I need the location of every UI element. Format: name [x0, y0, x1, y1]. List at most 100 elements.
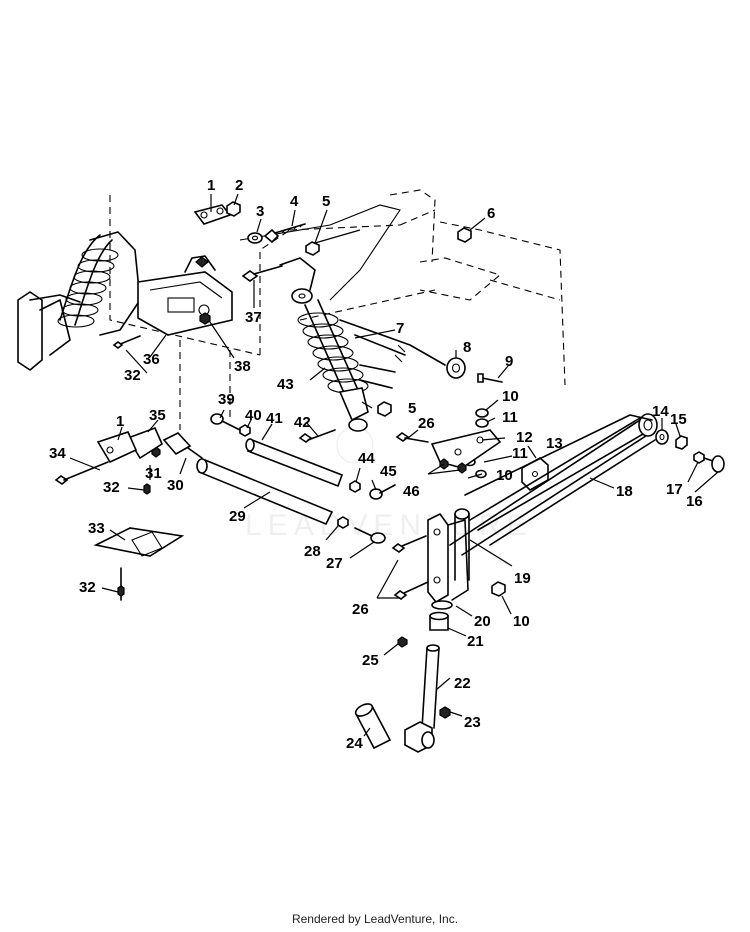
callout-17: 17	[666, 481, 683, 498]
callout-8: 8	[463, 339, 471, 356]
nut-6	[457, 227, 472, 243]
callout-21: 21	[467, 633, 484, 650]
washer-14	[655, 429, 669, 445]
nut-44	[349, 480, 361, 493]
pin-32-b	[143, 483, 151, 495]
nut-2	[226, 201, 241, 217]
callout-34: 34	[49, 445, 66, 462]
callout-40: 40	[245, 407, 262, 424]
callout-32-bottom: 32	[79, 579, 96, 596]
callout-20: 20	[474, 613, 491, 630]
footer-credit: Rendered by LeadVenture, Inc.	[291, 912, 459, 926]
nut-5-top	[305, 241, 320, 256]
rod-end-39	[210, 413, 241, 431]
callout-41: 41	[266, 410, 283, 427]
sleeve-24	[354, 703, 392, 750]
callout-13: 13	[546, 435, 563, 452]
bolts-26-lower	[391, 535, 429, 600]
nut-15	[675, 435, 688, 450]
callout-46: 46	[403, 483, 420, 500]
callout-3: 3	[256, 203, 264, 220]
link-plate-1	[193, 204, 232, 225]
callout-10-upper: 10	[502, 388, 519, 405]
callout-33: 33	[88, 520, 105, 537]
callout-5-lower: 5	[408, 400, 416, 417]
callout-5-top: 5	[322, 193, 330, 210]
link-plate-1-lower	[96, 431, 138, 464]
frame-outline	[109, 189, 566, 430]
callout-1-top: 1	[207, 177, 215, 194]
callout-14: 14	[652, 403, 669, 420]
washer-20	[431, 600, 453, 610]
rod-end-27	[354, 527, 386, 544]
nut-28	[337, 516, 349, 529]
callout-35: 35	[149, 407, 166, 424]
callout-25: 25	[362, 652, 379, 669]
callout-30: 30	[167, 477, 184, 494]
callout-37: 37	[245, 309, 262, 326]
shock-absorber-43	[279, 257, 369, 432]
callout-11-lower: 11	[512, 445, 528, 462]
callout-19: 19	[514, 570, 531, 587]
tie-rod-41	[245, 438, 344, 488]
pin-32-a	[112, 335, 141, 349]
callout-6: 6	[487, 205, 495, 222]
pin-32-c	[117, 567, 125, 601]
callout-10-lower: 10	[513, 613, 530, 630]
arm-7	[339, 319, 446, 389]
front-axle-18	[449, 413, 658, 556]
callout-18: 18	[616, 483, 633, 500]
callout-29: 29	[229, 508, 246, 525]
callout-38: 38	[234, 358, 251, 375]
callout-24: 24	[346, 735, 363, 752]
callout-39: 39	[218, 391, 235, 408]
callout-26-lower: 26	[352, 601, 369, 618]
callout-11-upper: 11	[502, 409, 518, 426]
bolt-4	[263, 223, 306, 244]
callout-36: 36	[143, 351, 160, 368]
spindle-22	[404, 644, 440, 753]
callout-31: 31	[145, 465, 162, 482]
left-shock-assembly	[17, 231, 141, 371]
callout-7: 7	[396, 320, 404, 337]
rod-end-30	[162, 432, 203, 459]
bracket-13	[521, 457, 549, 491]
plate-33	[93, 527, 185, 557]
bolt-16-17	[693, 451, 725, 473]
callout-26-upper: 26	[418, 415, 435, 432]
leader-lines	[69, 193, 719, 737]
callout-labels: 1 2 3 4 5 6 7 8 9 10 11 12 13 11 10 14 1…	[49, 177, 703, 752]
callout-15: 15	[670, 411, 687, 428]
drag-link-29	[196, 458, 334, 526]
callout-22: 22	[454, 675, 471, 692]
callout-28: 28	[304, 543, 321, 560]
callout-32-mid: 32	[103, 479, 120, 496]
callout-45: 45	[380, 463, 397, 480]
callout-16: 16	[686, 493, 703, 510]
callout-2: 2	[235, 177, 243, 194]
nut-5-lower	[377, 401, 392, 417]
nut-10-lower	[491, 581, 506, 597]
bolt-42	[298, 429, 336, 443]
callout-27: 27	[326, 555, 343, 572]
callout-32-top: 32	[124, 367, 141, 384]
bolt-26-upper	[395, 432, 429, 443]
callout-23: 23	[464, 714, 481, 731]
callout-44: 44	[358, 450, 375, 467]
washer-3	[247, 232, 263, 244]
nut-40	[239, 424, 251, 437]
callout-12: 12	[516, 429, 533, 446]
callout-10-mid: 10	[496, 467, 513, 484]
bolt-34	[54, 461, 109, 485]
bushing-21	[429, 611, 449, 631]
nut-38	[199, 312, 211, 325]
callout-9: 9	[505, 353, 513, 370]
fitting-23	[439, 706, 451, 719]
bushing-8	[446, 357, 466, 379]
callout-42: 42	[294, 414, 311, 431]
callout-43: 43	[277, 376, 294, 393]
rod-end-45	[369, 484, 396, 500]
fitting-25	[397, 636, 408, 648]
callout-4: 4	[290, 193, 299, 210]
